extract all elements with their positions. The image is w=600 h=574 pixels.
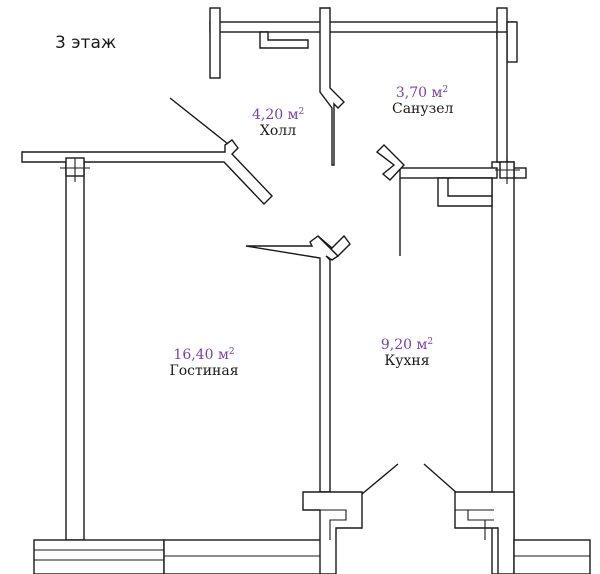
room-name-kitchen: Кухня xyxy=(384,353,430,369)
door-leaf-bath xyxy=(375,144,405,181)
pier-bottom-right xyxy=(454,491,515,574)
partition-hall-bath xyxy=(319,7,345,166)
wall-left-top xyxy=(21,139,273,206)
room-living: 16,40 м2 Гостиная xyxy=(164,344,244,379)
bath-duct xyxy=(437,177,493,207)
wall-top-bath xyxy=(209,21,516,33)
room-bathroom: 3,70 м2 Санузел xyxy=(392,82,454,117)
room-name-living: Гостиная xyxy=(169,363,239,379)
wall-right-outer-inner xyxy=(496,31,508,163)
wall-bottom-right xyxy=(513,539,591,574)
bath-niche xyxy=(259,31,309,49)
pier-bottom-left xyxy=(302,491,363,574)
wall-top-left-pier xyxy=(209,7,221,79)
door-swing-balcony-right xyxy=(423,463,459,495)
room-area-living: 16,40 м2 xyxy=(173,347,235,363)
door-leaf-kitchen xyxy=(317,234,351,257)
room-name-bathroom: Санузел xyxy=(392,101,454,117)
wall-bottom-left xyxy=(33,539,165,574)
pier-bottom-left-detail xyxy=(320,509,347,540)
room-area-kitchen: 9,20 м2 xyxy=(380,337,434,353)
room-area-hall: 4,20 м2 xyxy=(252,107,305,123)
room-area-bathroom: 3,70 м2 xyxy=(395,85,449,101)
wall-left-outer xyxy=(65,161,85,541)
wall-bottom-mid xyxy=(163,539,325,574)
partition-living-kitchen xyxy=(245,235,340,493)
door-swing-balcony-left xyxy=(361,463,399,495)
room-kitchen: 9,20 м2 Кухня xyxy=(376,334,438,369)
wall-bath-bottom xyxy=(399,167,498,179)
wall-top-right-stub xyxy=(506,21,518,63)
room-hall: 4,20 м2 Холл xyxy=(252,104,304,139)
floor-label: 3 этаж xyxy=(55,33,117,53)
pier-bottom-right-detail xyxy=(455,509,494,540)
room-name-hall: Холл xyxy=(259,123,297,139)
door-swing-hall xyxy=(169,97,229,145)
